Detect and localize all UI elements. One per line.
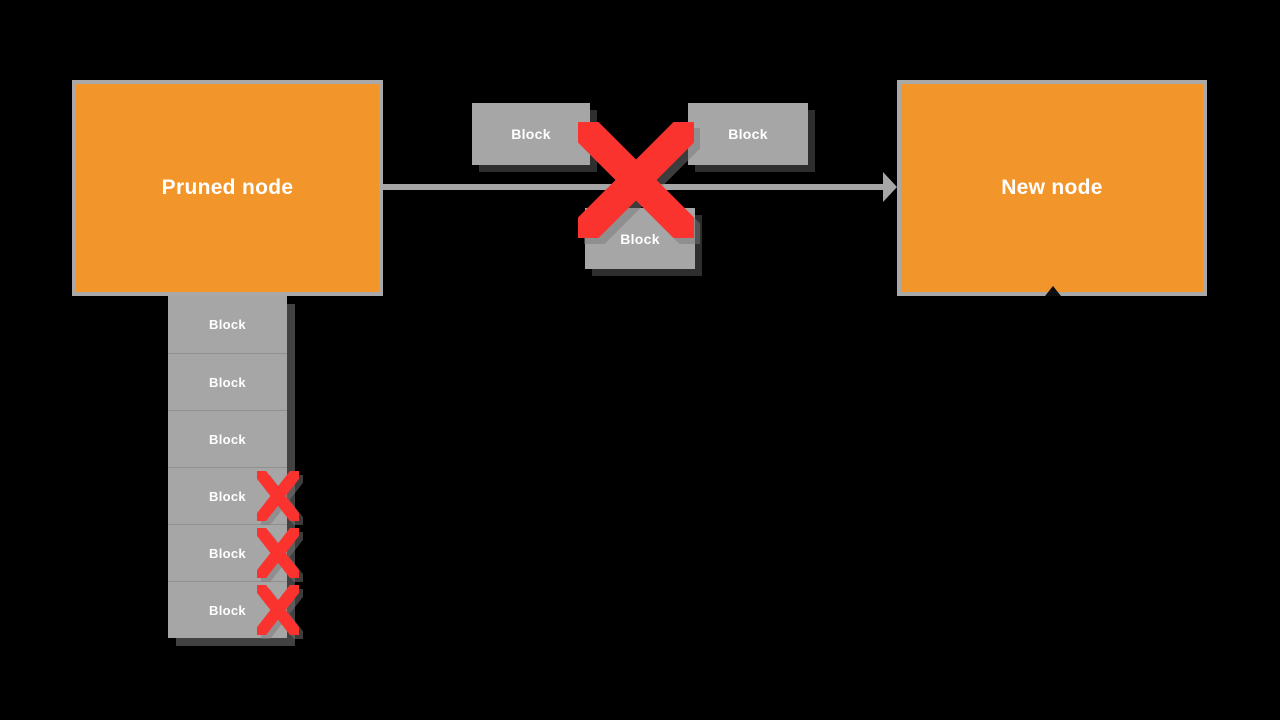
block-label: Block [728,126,768,142]
block-label: Block [209,488,246,504]
x-mark-icon [257,471,299,521]
block-label: Block [209,431,246,447]
block-label: Block [209,317,246,332]
chain-block: Block [168,296,287,353]
block-label: Block [620,230,660,247]
pruned-node-label: Pruned node [161,176,294,199]
chain-block: Block [168,353,287,410]
block-label: Block [209,545,246,561]
x-mark-icon [257,528,299,578]
block-label: Block [209,602,246,618]
sync-block-right: Block [688,103,808,165]
sync-block-left: Block [472,103,590,165]
chain-block-pruned: Block [168,581,299,638]
block-label: Block [511,126,551,142]
chain-block-pruned: Block [168,524,299,581]
block-chain: Block Block Block Block Block Block [168,296,299,638]
chain-block-pruned: Block [168,467,299,524]
new-node: New node [897,80,1207,296]
x-mark-icon [257,585,299,635]
new-node-label: New node [1001,176,1103,199]
block-label: Block [209,374,246,390]
mouse-cursor [1045,286,1061,296]
big-x-mark-icon [578,122,694,238]
arrowhead-icon [883,172,897,202]
chain-block: Block [168,410,287,467]
pruned-node: Pruned node [72,80,383,296]
